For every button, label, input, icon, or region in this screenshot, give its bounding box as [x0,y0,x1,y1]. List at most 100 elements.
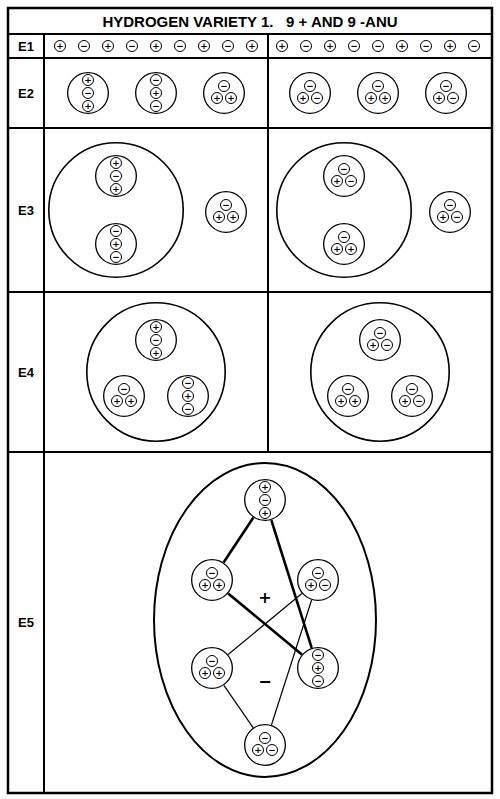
outline-shape [358,73,399,114]
outline-shape [312,93,323,104]
outline-shape [298,560,339,601]
outline-shape [339,232,350,243]
anu-particle: − [182,377,194,389]
anu-particle: − [338,231,350,243]
anu-particle: − [266,744,278,756]
anu-sign: − [112,227,120,236]
anu-sign: + [439,213,447,222]
outline-shape [324,224,365,265]
anu-sign: + [229,213,237,222]
outline-shape [313,676,324,687]
anu-particle: + [331,175,343,187]
anu-particle: + [379,92,391,104]
anu-sign: + [314,664,322,673]
anu-sign: − [306,82,314,91]
anu-particle: + [259,507,271,519]
anu-particle: + [331,243,343,255]
outline-shape [221,200,232,211]
anu-sign: − [374,82,382,91]
anu-particle: − [78,40,90,52]
outline-shape [151,88,162,99]
outline [276,142,412,278]
outline-shape [445,41,456,52]
outline-shape [290,73,331,114]
outline-shape [168,376,209,417]
outline-shape [151,101,162,112]
anu-particle: + [349,395,361,407]
outline-shape [445,200,456,211]
anu-sign: − [470,42,478,51]
anu-particle: − [218,80,230,92]
outline-shape [127,41,138,52]
outline-shape [260,508,271,519]
outline [323,155,365,197]
anu-particle: + [345,243,357,255]
anu-particle: + [199,579,211,591]
outline-shape [311,303,449,441]
anu-sign: + [112,185,120,194]
anu-sign: − [261,734,269,743]
outline-shape [267,745,278,756]
anu-sign: − [321,581,329,590]
anu-particle: − [222,40,234,52]
outline-shape [68,73,109,114]
outline [391,375,433,417]
anu-particle: − [150,74,162,86]
outline-shape [206,192,247,233]
charge-sign: + [258,590,271,606]
anu-particle: + [110,183,122,195]
outline-shape [313,568,324,579]
outline-shape [306,580,317,591]
outline-shape [373,81,384,92]
outline [429,191,471,233]
anu-sign: + [261,483,269,492]
anu-particle: − [440,80,452,92]
outline-shape [126,396,137,407]
outline-shape [151,41,162,52]
anu-sign: + [104,42,112,51]
anu-sign: + [227,94,235,103]
outline-shape [175,41,186,52]
anu-sign: + [112,240,120,249]
anu-particle: − [110,170,122,182]
anu-sign: + [401,397,409,406]
anu-sign: − [222,201,230,210]
outline-shape [226,93,237,104]
anu-particle: − [304,80,316,92]
anu-particle: − [444,199,456,211]
anu-group-circle: − + + [357,72,399,114]
anu-sign: + [84,102,92,111]
anu-particle: + [213,579,225,591]
anu-sign: − [446,201,454,210]
outline-shape [277,41,288,52]
anu-sign: − [128,42,136,51]
anu-particle: − [206,655,218,667]
anu-sign: + [381,94,389,103]
outline-shape [400,396,411,407]
anu-sign: − [176,42,184,51]
anu-sign: + [367,94,375,103]
bond-line [224,518,254,563]
outline-shape [112,396,123,407]
outline-shape [260,495,271,506]
outline-shape [366,93,377,104]
anu-sign: + [347,245,355,254]
anu-particle: − [259,494,271,506]
outline-shape [245,480,286,521]
outline-shape [426,73,467,114]
anu-particle: − [110,251,122,263]
anu-sign: − [314,569,322,578]
anu-particle: + [125,395,137,407]
outline-shape [452,212,463,223]
anu-sign: + [351,397,359,406]
anu-particle: − [447,92,459,104]
outline-shape [223,41,234,52]
anu-group-circle: −++ [205,191,247,233]
outline-shape [111,226,122,237]
molecule-circle: +−+−+− [48,142,184,278]
anu-particle: − [413,395,425,407]
anu-particle: − [126,40,138,52]
outline-shape [350,396,361,407]
anu-sign: − [449,94,457,103]
anu-sign: − [120,385,128,394]
